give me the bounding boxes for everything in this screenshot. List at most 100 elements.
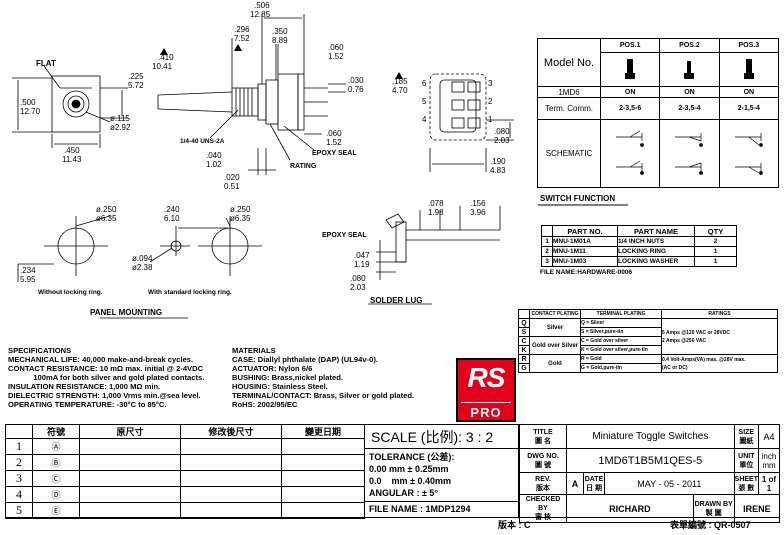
state: ON — [718, 86, 780, 98]
cp-code: Q — [518, 318, 530, 328]
cp-header: CONTACT PLATING — [529, 309, 581, 319]
front-view-body — [51, 75, 101, 133]
pin-label: 4 — [422, 115, 427, 124]
footer-revision: 版本 : C — [498, 520, 531, 530]
rev-row-num: 1 — [5, 438, 33, 455]
hw-row-num: 3 — [541, 256, 553, 267]
rev-row-num: 4 — [5, 486, 33, 503]
schematic-pos2-icon — [659, 119, 720, 188]
solder-lug-title: SOLDER LUG — [370, 296, 423, 305]
schematic-pos1-icon — [599, 119, 661, 188]
dim-text: .080 — [350, 274, 366, 283]
rating-label: RATING — [290, 163, 317, 170]
material-line: CASE: Diallyl phthalate (DAP) (UL94v-0). — [232, 355, 378, 364]
spec-line: 100mA for both silver and gold plated co… — [8, 373, 205, 382]
dim-text: 6.10 — [164, 214, 180, 223]
material-line: HOUSING: Stainless Steel. — [232, 382, 328, 391]
cp-code: C — [518, 336, 530, 346]
dim-text: 3.96 — [470, 208, 486, 217]
scale-text: SCALE (比例): 3 : 2 — [371, 429, 494, 445]
hw-row-num: 2 — [541, 246, 553, 257]
epoxy-seal-label: EPOXY SEAL — [312, 150, 357, 157]
hw-header: PART NO. — [552, 225, 618, 237]
dim-text: ø2.92 — [110, 123, 131, 132]
cp-term: Q = Silver — [580, 318, 662, 328]
dim-text: .240 — [164, 205, 180, 214]
pos-header: POS.2 — [659, 38, 720, 53]
dim-text: 7.52 — [234, 34, 250, 43]
cp-header: RATINGS — [661, 309, 778, 319]
dim-text: 4.83 — [490, 166, 506, 175]
rev-label-cell: REV.版本 — [519, 472, 567, 495]
spec-line: DIELECTRIC STRENGTH: 1,000 Vrms min.@sea… — [8, 391, 201, 400]
term-value: 2-3,5-6 — [599, 97, 661, 120]
toggle-pos2-icon — [659, 52, 720, 87]
dim-text: .296 — [234, 25, 250, 34]
thread-label: 1/4-40 UNS-2A — [180, 138, 225, 145]
rev-header: 符號 — [32, 424, 80, 439]
hw-part-no: MNU-1M03 — [552, 256, 618, 267]
hw-row-num: 1 — [541, 236, 553, 247]
rev-symbol: Ⓐ — [32, 438, 80, 455]
cp-rating-signal: 0.4 Volt-Amps(VA) max. @28V max.(AC or D… — [661, 354, 778, 373]
material-line: ACTUATOR: Nylon 6/6 — [232, 364, 313, 373]
pin-label: 3 — [488, 79, 493, 88]
drawn-by: IRENE — [733, 494, 781, 523]
dim-text: .190 — [490, 157, 506, 166]
drawing-number: 1MD6T1B5M1QES-5 — [566, 448, 735, 473]
term-value: 2-3,5-4 — [659, 97, 720, 120]
schematic-label: SCHEMATIC — [537, 119, 601, 188]
specifications-title: SPECIFICATIONS — [8, 346, 72, 355]
dim-text: ø2.38 — [132, 263, 153, 272]
dim-text: 1.19 — [354, 260, 370, 269]
pos-header: POS.1 — [599, 38, 661, 53]
hardware-file-name: FILE NAME:HARDWARE-0006 — [540, 269, 633, 276]
dim-text: ø.094 — [132, 254, 153, 263]
dim-text: ø.250 — [96, 205, 117, 214]
rev-header: 變更日期 — [281, 424, 365, 439]
dim-text: 11.43 — [62, 155, 82, 164]
dim-text: .506 — [254, 1, 270, 10]
rev-header: 原尺寸 — [79, 424, 181, 439]
spec-line: OPERATING TEMPERATURE: -30°C to 85°C. — [8, 400, 167, 409]
scale-tolerance-block: SCALE (比例): 3 : 2 TOLERANCE (公差): 0.00 m… — [365, 424, 519, 518]
toggle-pos1-icon — [599, 52, 661, 87]
model-label: Model No. — [537, 38, 601, 87]
rev-symbol: Ⓔ — [32, 502, 80, 519]
dim-text: .450 — [64, 146, 80, 155]
pos-header: POS.3 — [718, 38, 780, 53]
specifications-block: SPECIFICATIONS MECHANICAL LIFE: 40,000 m… — [8, 346, 204, 409]
drawing-title: Miniature Toggle Switches — [566, 424, 735, 449]
size-value: A4 — [758, 424, 780, 449]
dim-text: ø6.35 — [230, 214, 251, 223]
dim-text: 1.52 — [326, 138, 342, 147]
dim-text: 10.41 — [152, 62, 173, 71]
spec-line: CONTACT RESISTANCE: 10 mΩ max. initial @… — [8, 364, 204, 373]
dim-text: 12.70 — [20, 107, 41, 116]
panel-mounting-title: PANEL MOUNTING — [90, 308, 163, 317]
dim-text: .500 — [20, 98, 36, 107]
tolerance-line: 0.00 mm ± 0.25mm — [369, 464, 449, 474]
checked-by: RICHARD — [566, 494, 694, 523]
rs-pro-logo: RS PRO — [456, 358, 516, 422]
dim-text: 2.03 — [494, 136, 510, 145]
dwg-label-cell: DWG NO.圖 號 — [519, 448, 567, 473]
dim-text: .080 — [494, 127, 510, 136]
hw-header: PART NAME — [617, 225, 695, 237]
dim-text: .047 — [354, 251, 370, 260]
cp-gold-silver: Gold over Silver — [529, 336, 581, 355]
dim-text: .020 — [224, 173, 240, 182]
dim-text: 5.72 — [128, 81, 144, 90]
dim-text: .030 — [348, 76, 364, 85]
dim-text: .060 — [328, 43, 344, 52]
dim-text: ø.115 — [110, 114, 130, 123]
rev-symbol: Ⓒ — [32, 470, 80, 487]
lug-epoxy-label: EPOXY SEAL — [322, 232, 367, 239]
